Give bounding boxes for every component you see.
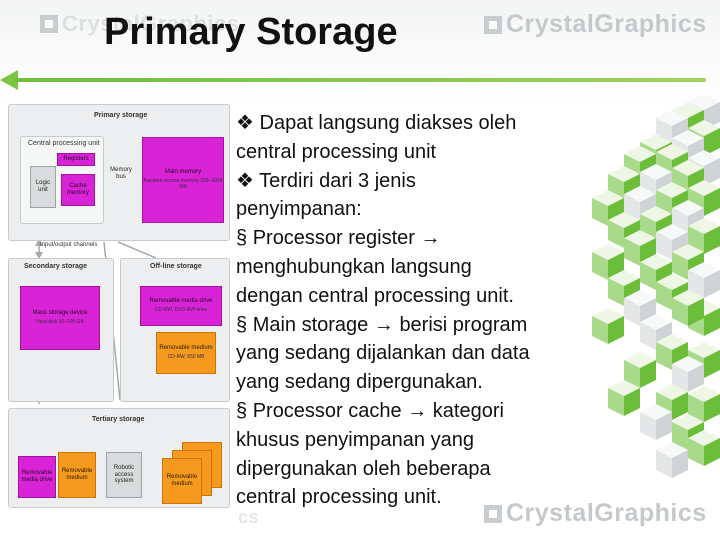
watermark-text: CrystalGraphics [62,11,240,36]
arrow-right-icon: → [407,399,428,422]
slide-title: Primary Storage [104,11,398,53]
logic-unit-box: Logic unit [30,166,56,208]
bullet-4-line-3: yang sedang dipergunakan. [236,371,483,394]
diamond-bullet-icon: ❖ [236,112,254,134]
bullet-text: Processor register [252,227,415,250]
removable-drive-label: Removable media drive [149,298,213,305]
watermark-text: CrystalGraphics [506,499,707,527]
removable-media-drive-tertiary-box: Removable media drive [18,456,56,498]
main-memory-sub-label: Random access memory 256–1024 MB [143,178,223,190]
robotic-access-label: Robotic access system [113,464,135,485]
logic-unit-label: Logic unit [35,180,51,193]
watermark-text: CrystalGraphics [506,10,707,38]
registers-label: Registers [63,156,89,163]
memory-bus-label-box: Memory bus [106,164,136,184]
bullet-text-block: ❖ Dapat langsung diakses oleh central pr… [236,109,601,512]
bullet-2-line-1: ❖ Terdiri dari 3 jenis [236,167,601,196]
bullet-5-line-3: dipergunakan oleh beberapa [236,457,491,480]
bullet-5-line-4: central processing unit. [236,486,442,509]
diamond-bullet-icon: ❖ [236,169,254,192]
watermark-bottom-right: CrystalGraphics [484,499,707,528]
watermark-top-right: CrystalGraphics [484,10,707,39]
square-bullet-icon: § [236,227,248,250]
bullet-text: Processor cache [252,399,402,422]
bullet-3-line-1: § Processor register → [236,224,601,253]
bullet-text: kategori [432,399,504,422]
bullet-4-line-2: yang sedang dijalankan dan data [236,342,530,365]
watermark-bottom-left: cs [238,507,260,527]
bullet-5-line-2: khusus penyimpanan yang [236,428,474,451]
cache-memory-label: Cache memory [67,183,89,196]
bullet-5-line-1: § Processor cache → kategori [236,397,601,426]
removable-medium-tertiary-box: Removable medium [58,452,96,498]
removable-medium-tertiary-label: Removable medium [61,468,93,481]
io-channels-label: Input/output channels [40,242,98,248]
rule-arrow-icon [0,70,18,90]
bullet-4-line-1: § Main storage → berisi program [236,311,601,340]
storage-hierarchy-diagram: Primary storage Central processing unit … [6,100,232,510]
removable-medium-offline-box: Removable medium CD-RW, 650 MB [156,332,216,374]
crystalgraphics-logo-icon [484,16,502,34]
bullet-3-line-2: menghubungkan langsung [236,255,472,278]
medium-stack-front: Removable medium [162,458,202,504]
bullet-text: Dapat langsung diakses oleh [259,112,517,134]
mass-storage-sub-label: Hard disk 10–100 GB [36,319,84,326]
registers-box: Registers [57,153,95,166]
removable-media-drive-tertiary-label: Removable media drive [21,470,53,483]
arrow-right-icon: → [373,313,394,336]
primary-storage-label: Primary storage [94,112,148,119]
main-memory-box: Main memory Random access memory 256–102… [142,137,224,223]
removable-drive-sub-label: CD-RW, DVD-RW drive [154,307,208,314]
cpu-label: Central processing unit [28,140,100,147]
title-divider [14,78,706,82]
offline-storage-label: Off-line storage [150,263,202,270]
removable-drive-box: Removable media drive CD-RW, DVD-RW driv… [140,286,222,326]
bullet-text: Terdiri dari 3 jenis [259,169,416,192]
removable-medium-stack-label: Removable medium [166,474,198,487]
offline-storage-panel [120,258,230,402]
crystalgraphics-logo-icon [484,505,502,523]
square-bullet-icon: § [236,399,248,422]
arrow-right-icon: → [420,227,441,250]
mass-storage-label: Mass storage device [32,310,88,317]
crystalgraphics-logo-icon [40,15,58,33]
bullet-3-line-3: dengan central processing unit. [236,284,514,307]
memory-bus-label: Memory bus [110,167,132,180]
cache-memory-box: Cache memory [61,174,95,206]
tertiary-storage-label: Tertiary storage [92,416,145,423]
secondary-storage-label: Secondary storage [24,263,88,270]
main-memory-label: Main memory [164,169,202,176]
watermark-top-left: CrystalGraphics [40,11,239,37]
bullet-2-line-2: penyimpanan: [236,198,362,221]
mass-storage-box: Mass storage device Hard disk 10–100 GB [20,286,100,350]
bullet-text: berisi program [399,313,528,336]
robotic-access-box: Robotic access system [106,452,142,498]
removable-medium-offline-label: Removable medium [159,345,213,352]
square-bullet-icon: § [236,313,248,336]
bullet-text: Main storage [252,313,369,336]
bullet-1-line-2: central processing unit [236,140,437,163]
removable-medium-offline-sub-label: CD-RW, 650 MB [167,354,205,361]
bullet-1-line-1: ❖ Dapat langsung diakses oleh [236,109,601,138]
